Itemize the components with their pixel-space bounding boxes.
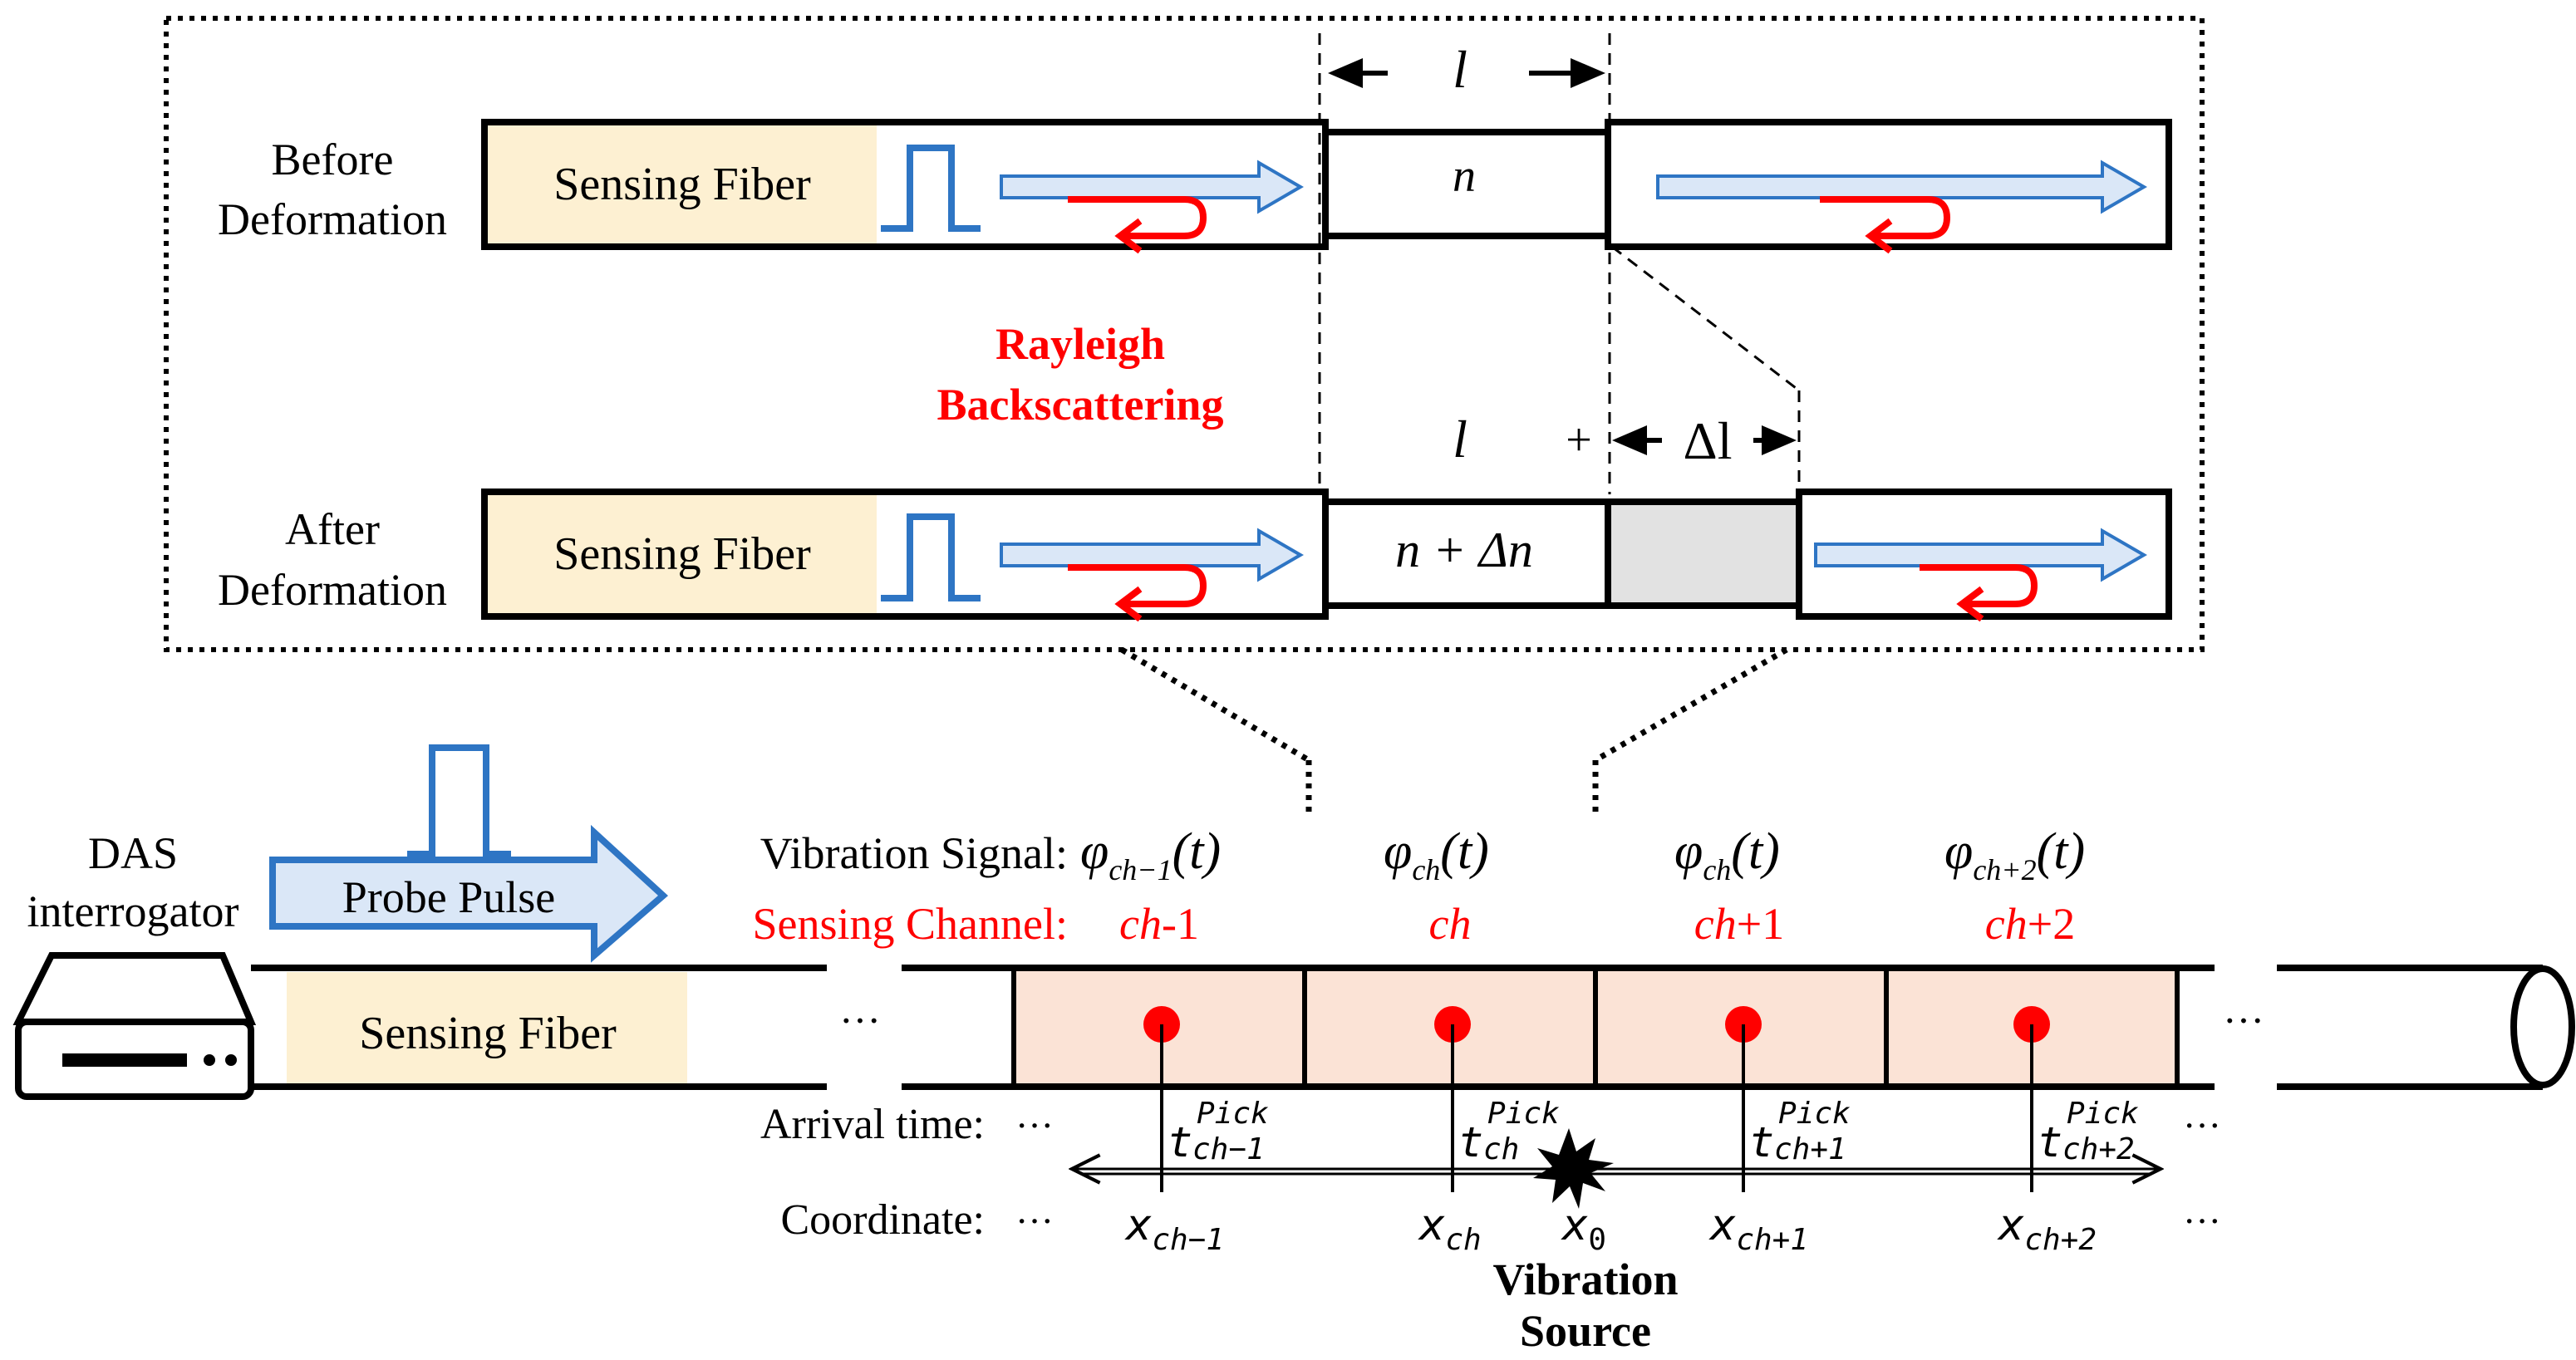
sensing-fiber-fill-bottom — [287, 972, 687, 1083]
length-arrowhead-right — [1571, 58, 1605, 88]
segment-before — [1322, 129, 1611, 239]
phi-sub-ch+1: ch — [1703, 853, 1731, 886]
probe-pulse-icon-before — [881, 145, 981, 232]
arrival-time-label: Arrival time: — [760, 1101, 985, 1148]
svg-text:t: t — [1749, 1118, 1774, 1166]
coordinate-ch+1: xch+1 — [1708, 1200, 1808, 1257]
das-interrogator-icon — [12, 952, 257, 1100]
inset-dotted-frame — [164, 16, 2205, 652]
plus-sign: + — [1566, 415, 1592, 466]
arrival-time-ch+1: t Pick ch+1 — [1749, 1097, 1851, 1166]
coordinate-ellipsis-left: ··· — [1015, 1200, 1054, 1242]
backscatter-icon-before-right — [1820, 196, 1951, 254]
sensing-channel-label: Sensing Channel: — [753, 899, 1068, 949]
vibration-source-burst-icon — [1533, 1128, 1614, 1209]
coordinate-x0: x0 — [1561, 1200, 1606, 1257]
t-sub: ch+2 — [2062, 1132, 2135, 1166]
before-label-line1: Before — [272, 135, 394, 184]
arrival-time-ellipsis-right: ··· — [2183, 1104, 2221, 1146]
phi-sub-ch-1: ch−1 — [1109, 853, 1172, 886]
coordinate-ch+2: xch+2 — [1997, 1200, 2097, 1257]
t-sub: ch−1 — [1192, 1132, 1265, 1166]
forward-arrow-after-left — [1000, 528, 1304, 582]
t-sub: ch — [1483, 1132, 1519, 1166]
forward-arrow-after-right — [1814, 528, 2147, 582]
probe-pulse-icon — [407, 744, 511, 857]
delta-l-arrowhead-left — [1612, 425, 1647, 455]
after-label-line2: Deformation — [218, 565, 447, 615]
probe-pulse-icon-after — [881, 513, 981, 601]
sensing-fiber-fill-after — [488, 495, 877, 613]
before-label-line2: Deformation — [218, 194, 447, 244]
vibration-source-label-line1: Vibration — [1492, 1254, 1678, 1304]
sensing-fiber-label-bottom: Sensing Fiber — [359, 1008, 617, 1059]
ellipsis-fiber-left: ··· — [839, 997, 881, 1043]
pick-sup: Pick — [1487, 1097, 1560, 1131]
sensing-fiber-fill-before — [488, 125, 877, 243]
phi-signal-ch: φch(t) — [1384, 823, 1489, 886]
probe-pulse-label: Probe Pulse — [342, 872, 556, 922]
backscatter-icon-after-right — [1920, 564, 2038, 622]
fiber-end-cap — [2510, 965, 2575, 1088]
length-arrowhead-left — [1328, 58, 1363, 88]
ellipsis-fiber-right: ··· — [2223, 997, 2264, 1043]
arrival-time-ch+2: t Pick ch+2 — [2038, 1097, 2139, 1166]
length-after-label: l — [1453, 410, 1467, 469]
channel-label-ch: ch — [1429, 899, 1472, 949]
coordinate-label: Coordinate: — [780, 1196, 985, 1244]
forward-arrow-before-right — [1656, 160, 2147, 214]
svg-text:t: t — [1458, 1118, 1483, 1166]
t-sub: ch+1 — [1774, 1132, 1846, 1166]
backscatter-icon-before-left — [1068, 196, 1207, 254]
pick-sup: Pick — [1778, 1097, 1851, 1131]
svg-text:t: t — [1168, 1118, 1192, 1166]
after-label-line1: After — [285, 504, 380, 554]
channel-label-ch+2: ch+2 — [1985, 899, 2075, 949]
guide-dashed-diag — [1611, 245, 1800, 392]
vibration-source-label-line2: Source — [1520, 1306, 1651, 1356]
coordinate-ch-1: xch−1 — [1124, 1200, 1224, 1257]
coordinate-ellipsis-right: ··· — [2183, 1200, 2221, 1242]
zoom-connector-left — [1120, 646, 1310, 763]
pick-sup: Pick — [2067, 1097, 2139, 1131]
arrival-time-ellipsis-left: ··· — [1015, 1104, 1054, 1146]
segment-length-label: l — [1453, 40, 1467, 99]
rayleigh-label-line2: Backscattering — [937, 380, 1224, 430]
deformation-gap — [1605, 498, 1802, 609]
zoom-connector-right — [1594, 646, 1788, 763]
index-after: n + Δn — [1395, 523, 1533, 577]
arrival-time-ch-1: t Pick ch−1 — [1168, 1097, 1269, 1166]
phi-signal-ch+1: φch(t) — [1674, 823, 1780, 886]
vibration-signal-label: Vibration Signal: — [760, 828, 1068, 878]
phi-signal-ch+2: φch+2(t) — [1944, 823, 2085, 886]
phi-signal-ch-1: φch−1(t) — [1080, 823, 1221, 886]
phi-sub-ch: ch — [1412, 853, 1440, 886]
das-label-line2: interrogator — [27, 886, 239, 936]
channel-label-ch+1: ch+1 — [1694, 899, 1784, 949]
das-label-line1: DAS — [88, 828, 178, 878]
forward-arrow-before-left — [1000, 160, 1304, 214]
rayleigh-label-line1: Rayleigh — [995, 319, 1165, 369]
index-before: n — [1453, 150, 1476, 202]
delta-l-label: Δl — [1684, 411, 1733, 470]
coordinate-ch: xch — [1418, 1200, 1482, 1257]
sensing-fiber-label-after: Sensing Fiber — [553, 528, 811, 580]
delta-l-arrowhead-right — [1762, 425, 1797, 455]
probe-pulse-arrow — [269, 824, 669, 963]
backscatter-icon-after-left — [1068, 564, 1207, 622]
channel-label-ch-1: ch-1 — [1119, 899, 1199, 949]
pick-sup: Pick — [1197, 1097, 1269, 1131]
phi-sub-ch+2: ch+2 — [1973, 853, 2036, 886]
segment-after — [1322, 498, 1611, 609]
svg-text:t: t — [2038, 1118, 2062, 1166]
sensing-fiber-label-before: Sensing Fiber — [553, 159, 811, 210]
